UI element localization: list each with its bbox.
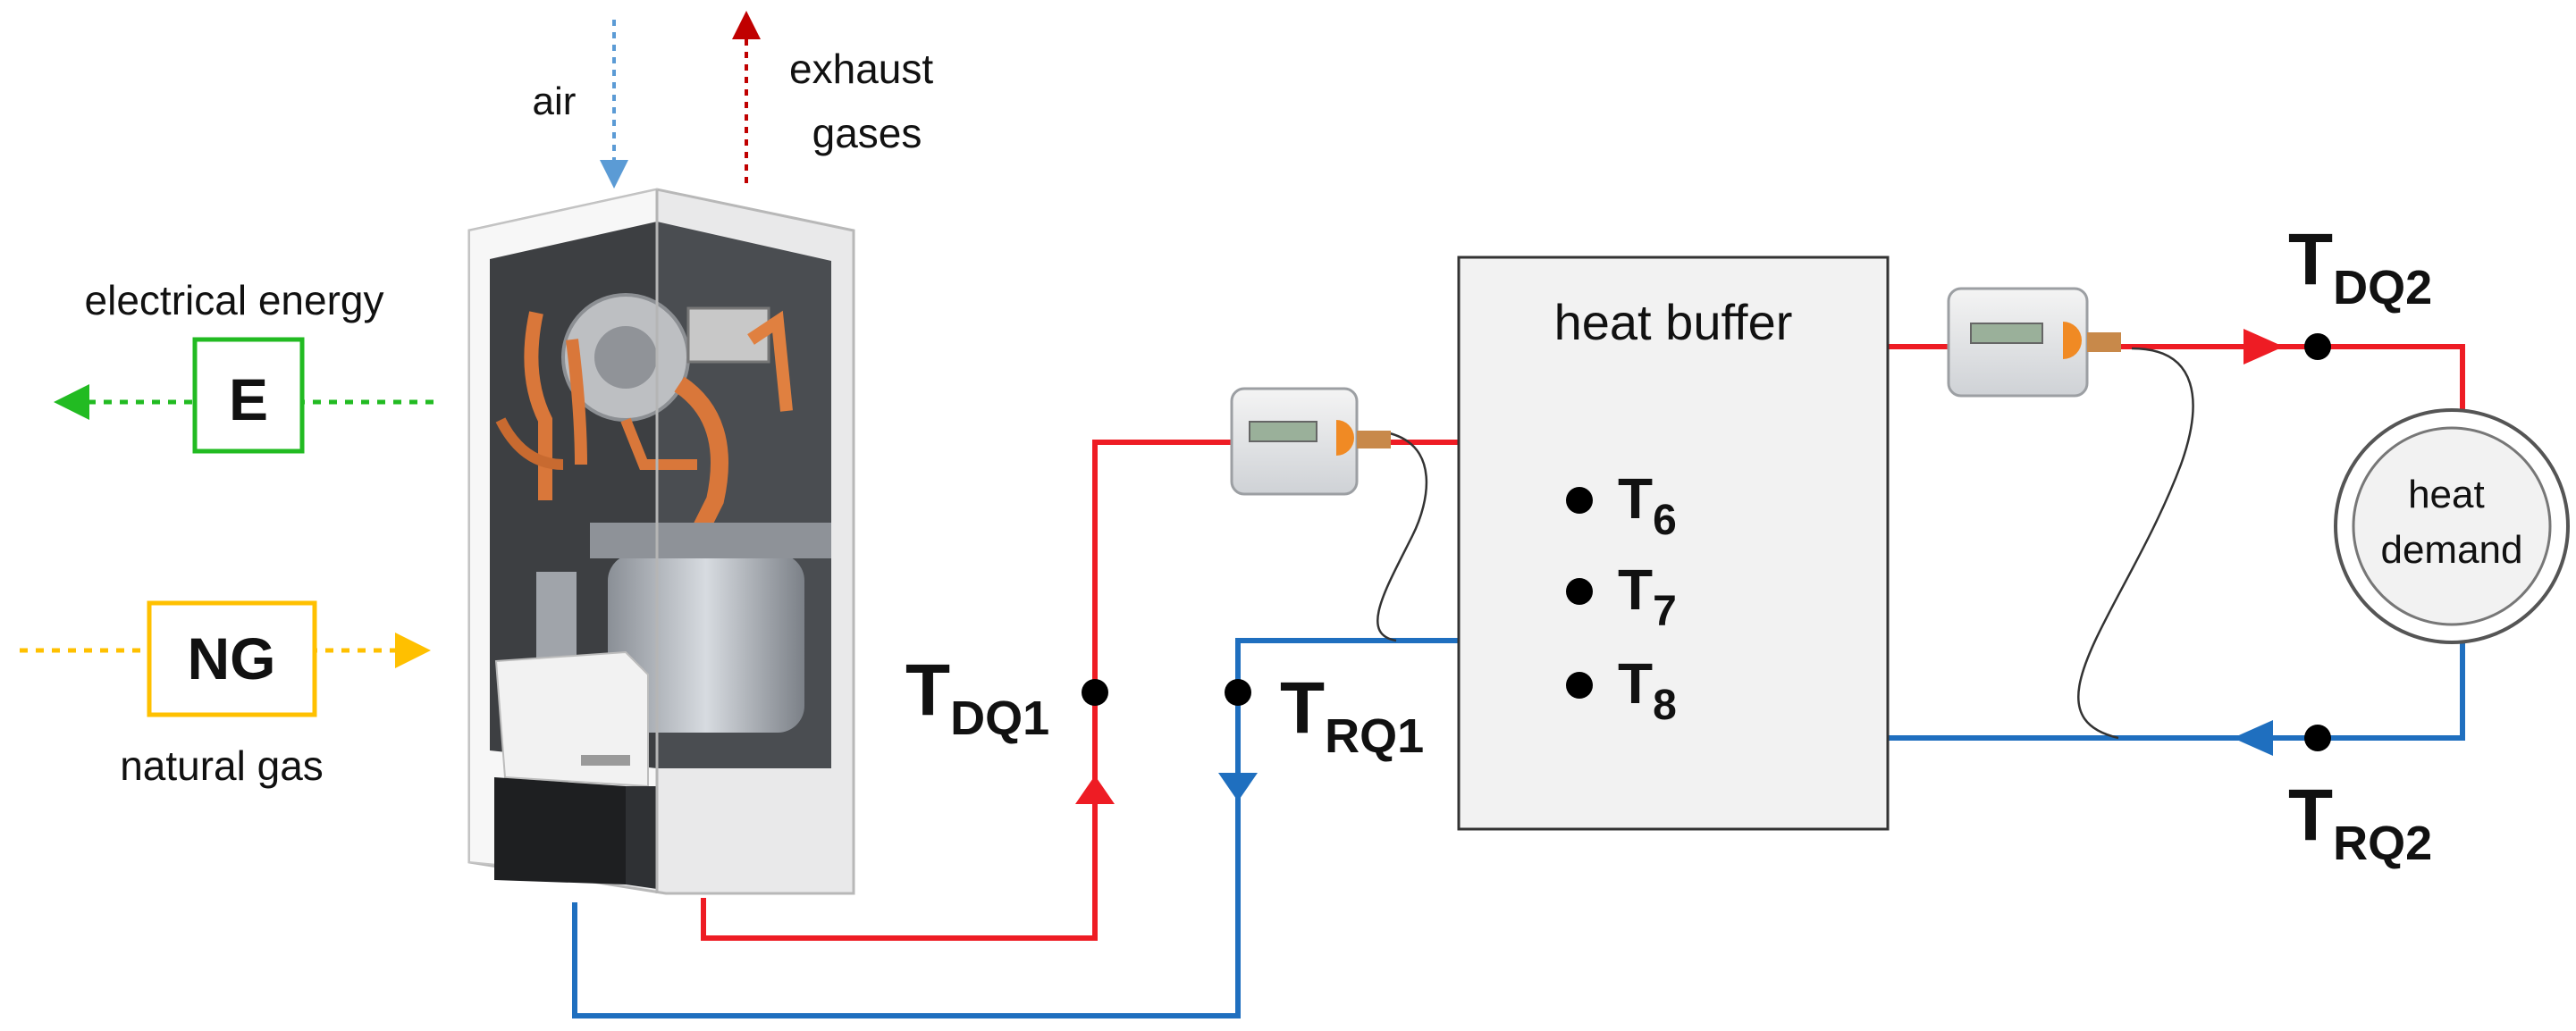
return-flow-arrow-1	[1218, 773, 1258, 801]
electrical-energy-label: electrical energy	[85, 277, 384, 323]
natural-gas-box-label: NG	[188, 625, 276, 692]
temp-label-dq2: TDQ2	[2288, 219, 2432, 314]
temp-label-dq1: TDQ1	[905, 650, 1049, 745]
return-pipes	[572, 638, 2465, 1018]
svg-text:T6: T6	[1618, 466, 1677, 544]
temp-label-rq1: TRQ1	[1280, 667, 1424, 763]
buffer-sensor-t8: T8	[1566, 651, 1677, 729]
svg-text:T7: T7	[1618, 557, 1677, 635]
sensor-dot-dq2	[2304, 333, 2331, 360]
sensor-dot-dq1	[1082, 679, 1108, 706]
sensor-dot-rq2	[2304, 725, 2331, 751]
heat-meter-2	[1947, 287, 2121, 398]
return-flow-arrow-2	[2233, 720, 2273, 756]
heat-demand-consumer	[2334, 408, 2570, 644]
gas-boiler-illustration	[467, 188, 855, 895]
electrical-energy-box	[192, 337, 305, 454]
natural-gas-label: natural gas	[120, 742, 324, 789]
supply-flow-arrow-2	[2243, 329, 2284, 365]
exhaust-label: exhaust gases	[789, 46, 945, 156]
svg-text:T8: T8	[1618, 651, 1677, 729]
heat-buffer-tank	[1457, 256, 1890, 831]
air-label: air	[533, 80, 577, 123]
sensor-cable-1	[1376, 432, 1428, 642]
electrical-energy-box-label: E	[229, 366, 268, 432]
sensor-cable-2	[2077, 347, 2194, 740]
heat-meter-1	[1230, 387, 1391, 496]
buffer-sensor-t7: T7	[1566, 557, 1677, 635]
temp-label-rq2: TRQ2	[2288, 775, 2432, 870]
sensor-dot-rq1	[1225, 679, 1251, 706]
supply-flow-arrow-1	[1075, 775, 1115, 804]
buffer-sensor-t6: T6	[1566, 466, 1677, 544]
heat-demand-label: heat demand	[2380, 473, 2522, 572]
natural-gas-box	[147, 600, 317, 717]
heat-buffer-title: heat buffer	[1554, 294, 1793, 350]
